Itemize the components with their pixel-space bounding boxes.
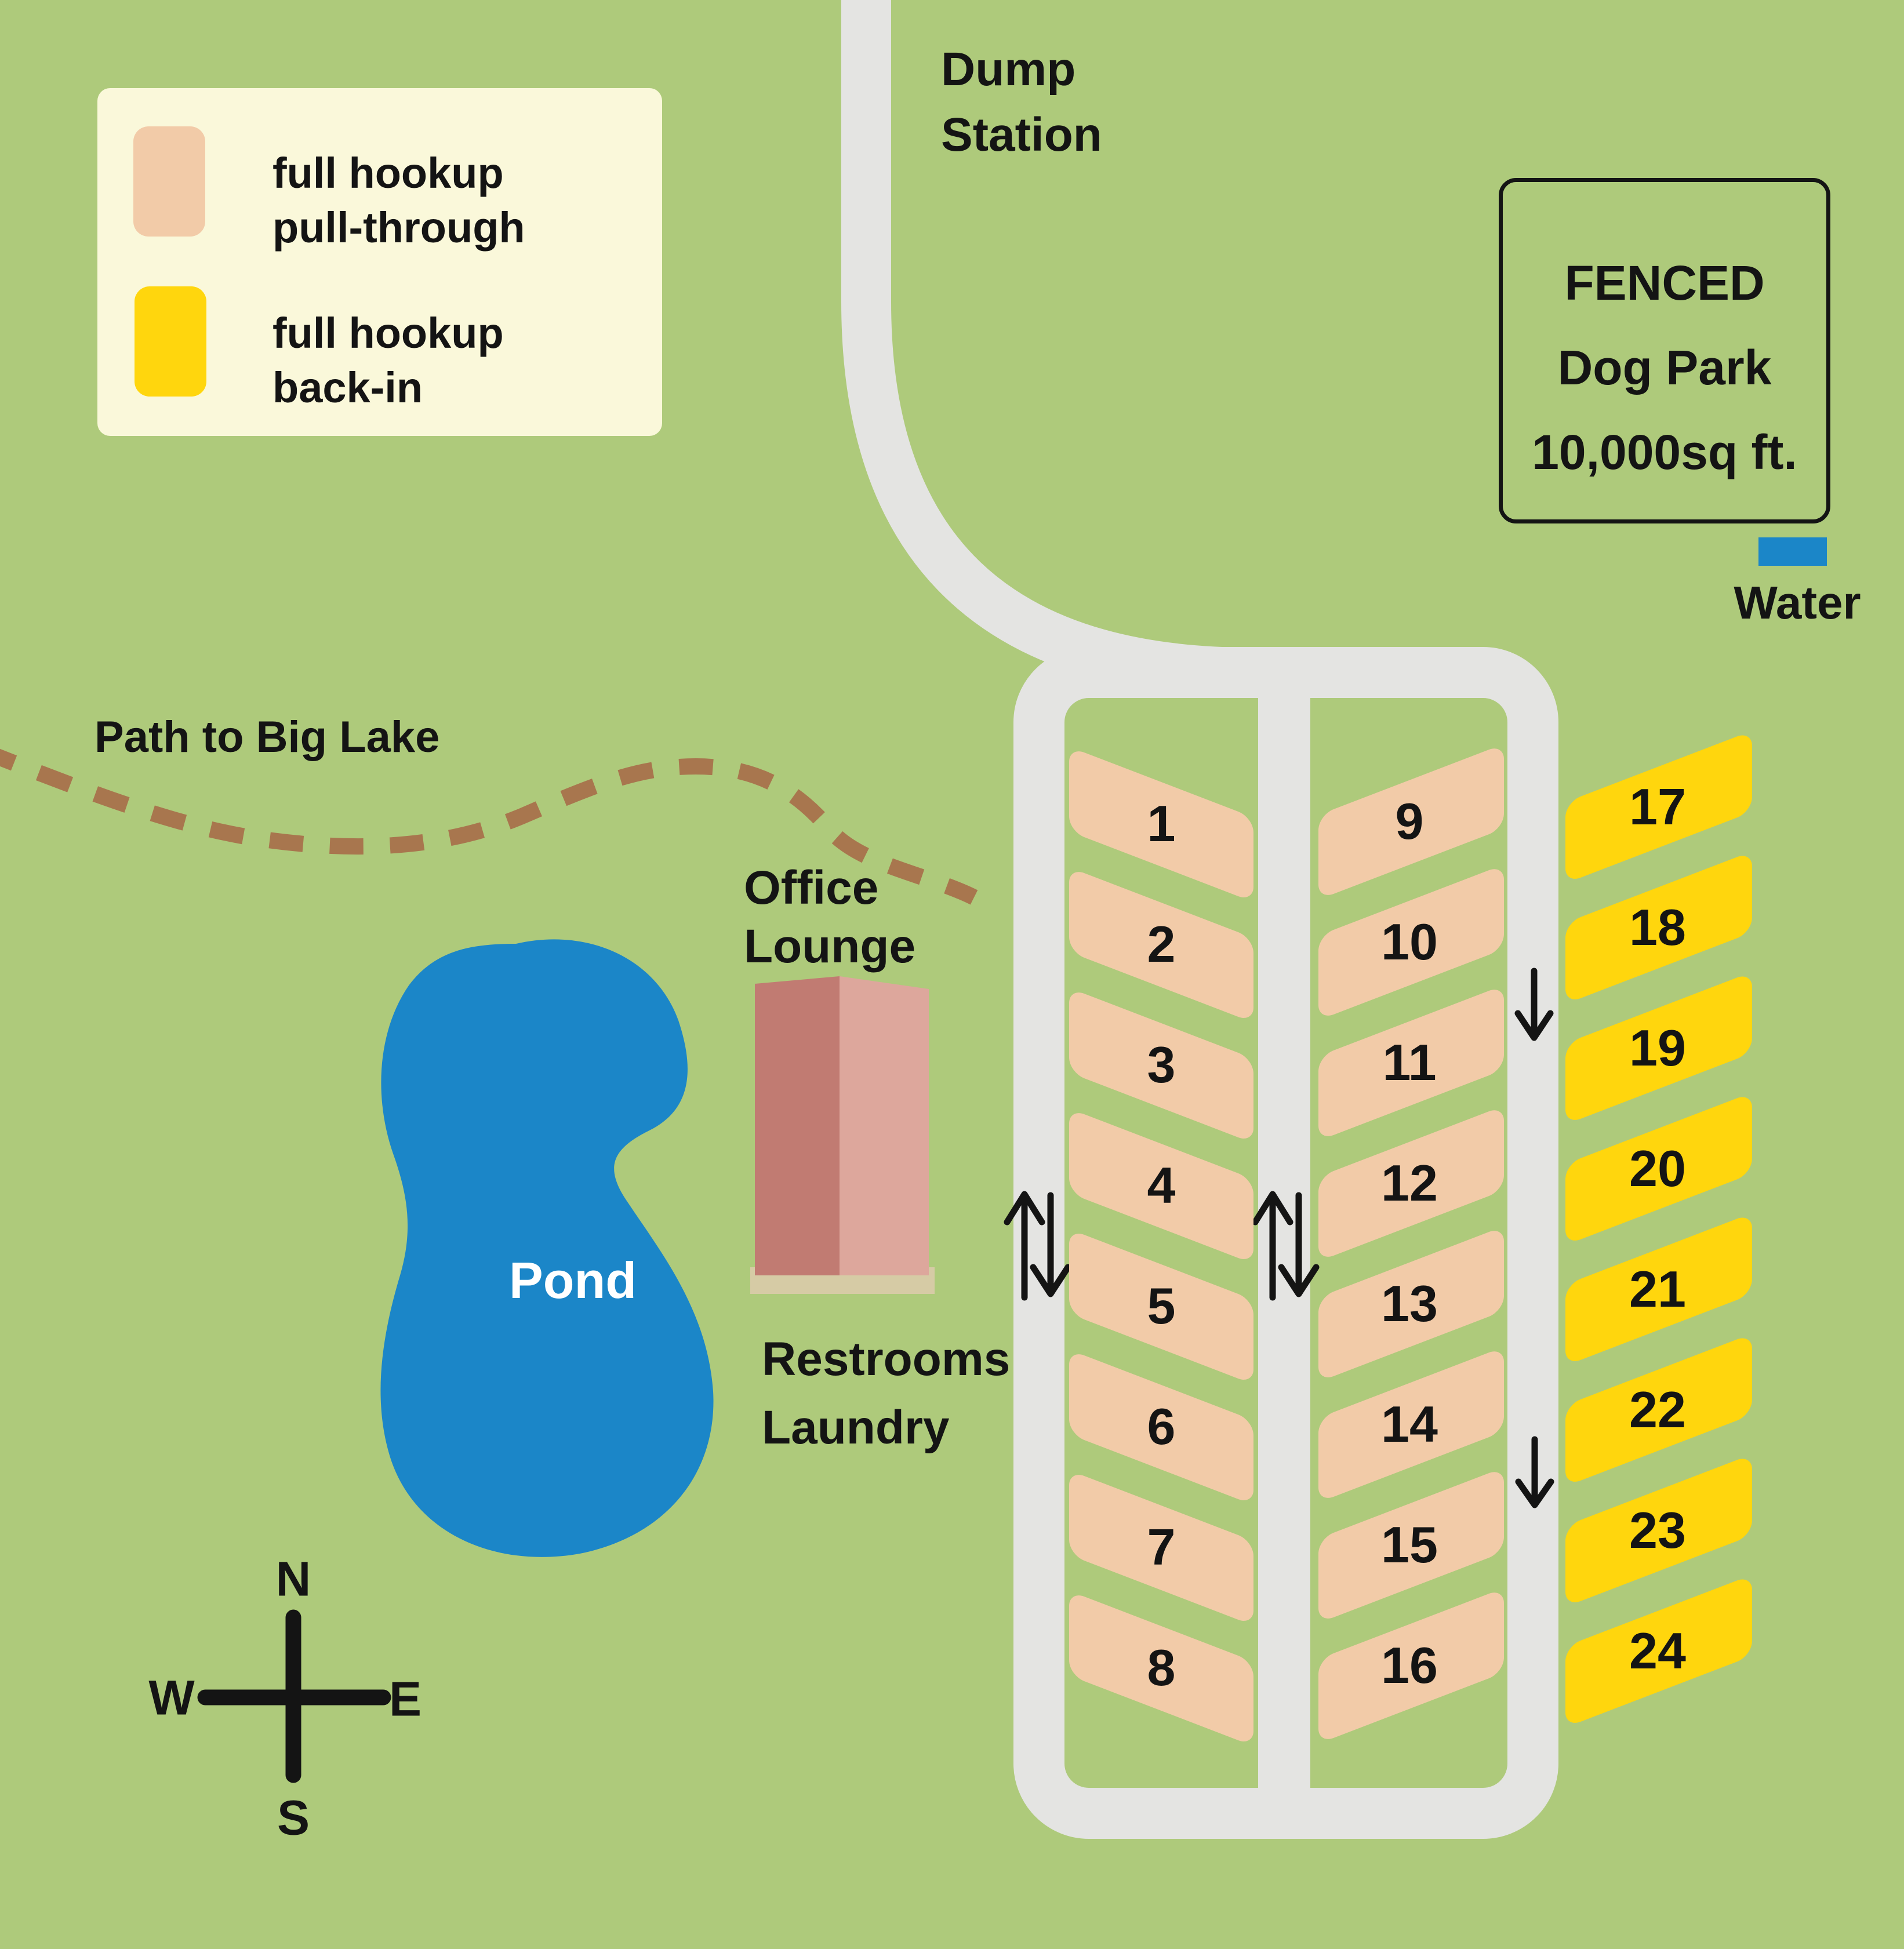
loop-road — [1013, 647, 1558, 1839]
building-left-face — [755, 976, 840, 1275]
site-15-label: 15 — [1381, 1516, 1438, 1573]
office-building — [750, 976, 935, 1294]
site-19-label: 19 — [1629, 1019, 1686, 1077]
compass-west-label: W — [148, 1670, 195, 1725]
site-20-label: 20 — [1629, 1140, 1686, 1197]
site-3-label: 3 — [1147, 1036, 1176, 1093]
site-11-label: 11 — [1382, 1034, 1437, 1091]
legend-swatch-back-in — [135, 286, 206, 397]
legend-swatch-pull-through — [133, 126, 205, 237]
dog-park-fence-outline — [1499, 178, 1830, 523]
one-way-down-arrow-upper-icon — [1514, 968, 1554, 1041]
path-to-big-lake-label: Path to Big Lake — [95, 712, 440, 762]
site-16-label: 16 — [1381, 1637, 1438, 1694]
site-22-label: 22 — [1629, 1381, 1686, 1438]
site-12-label: 12 — [1381, 1154, 1438, 1212]
office-lounge-label: Office Lounge — [744, 861, 916, 973]
site-2-label: 2 — [1147, 915, 1176, 973]
two-way-arrows-left-road-icon — [1004, 1191, 1071, 1301]
dump-station-label: Dump Station — [941, 43, 1102, 161]
water-swatch — [1758, 537, 1827, 566]
legend-label-back-in: full hookup back-in — [272, 309, 504, 412]
site-10-label: 10 — [1381, 913, 1438, 970]
site-8-label: 8 — [1147, 1639, 1176, 1696]
compass-east-label: E — [388, 1671, 422, 1726]
pond-shape — [380, 939, 714, 1557]
trail-path-icon — [0, 748, 978, 905]
dog-park-label: FENCED Dog Park 10,000sq ft. — [1532, 256, 1797, 479]
site-17-label: 17 — [1629, 778, 1686, 835]
compass-south-label: S — [277, 1790, 310, 1845]
site-9-label: 9 — [1395, 792, 1424, 850]
legend-label-pull-through: full hookup pull-through — [272, 149, 525, 252]
site-1-label: 1 — [1147, 795, 1176, 852]
site-4-label: 4 — [1147, 1157, 1176, 1214]
compass-cross-icon — [197, 1609, 391, 1783]
site-7-label: 7 — [1147, 1518, 1176, 1576]
site-23-label: 23 — [1629, 1501, 1686, 1559]
site-13-label: 13 — [1381, 1275, 1438, 1332]
site-24-label: 24 — [1629, 1622, 1686, 1679]
water-label: Water — [1734, 577, 1861, 628]
pond-label: Pond — [509, 1252, 637, 1309]
site-21-label: 21 — [1629, 1260, 1686, 1318]
building-right-face — [840, 976, 929, 1275]
site-14-label: 14 — [1381, 1395, 1438, 1453]
one-way-down-arrow-lower-icon — [1515, 1436, 1554, 1508]
site-18-label: 18 — [1629, 899, 1686, 956]
two-way-arrows-middle-road-icon — [1252, 1191, 1320, 1301]
site-6-label: 6 — [1147, 1398, 1176, 1455]
compass-north-label: N — [275, 1551, 311, 1606]
site-5-label: 5 — [1147, 1277, 1176, 1335]
restrooms-laundry-label: Restrooms Laundry — [762, 1333, 1011, 1454]
